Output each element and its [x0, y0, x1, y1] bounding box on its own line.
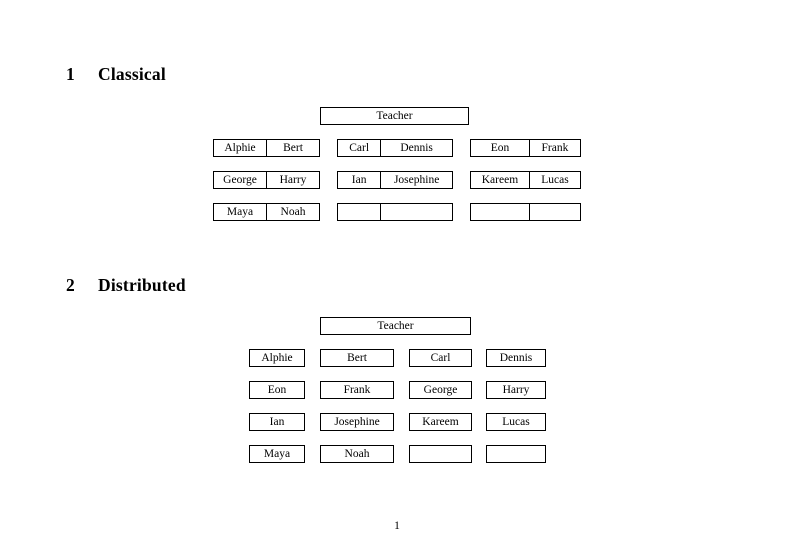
list-item: Bert [320, 349, 394, 367]
list-item-empty [486, 445, 546, 463]
table-row: Carl Dennis [337, 139, 453, 157]
list-item: Ian [249, 413, 305, 431]
list-item: Carl [409, 349, 472, 367]
table-cell-empty [338, 204, 380, 220]
section-title: Classical [98, 64, 166, 84]
list-item: George [409, 381, 472, 399]
table-cell-empty [471, 204, 529, 220]
section-heading-distributed: 2 Distributed [66, 275, 186, 296]
table-cell: Josephine [380, 172, 452, 188]
teacher-box-classical: Teacher [320, 107, 469, 125]
table-cell: Kareem [481, 174, 519, 186]
page-number: 1 [394, 520, 400, 532]
table-cell: Harry [266, 172, 319, 188]
list-item-empty [409, 445, 472, 463]
section-heading-classical: 1 Classical [66, 64, 166, 85]
table-row [337, 203, 453, 221]
table-cell: Dennis [380, 140, 452, 156]
table-row: Ian Josephine [337, 171, 453, 189]
section-number: 2 [66, 275, 75, 295]
list-item: Maya [249, 445, 305, 463]
table-row: Eon Frank [470, 139, 581, 157]
section-number: 1 [66, 64, 75, 84]
table-cell: Ian [351, 174, 367, 186]
table-row: George Harry [213, 171, 320, 189]
teacher-box-distributed: Teacher [320, 317, 471, 335]
table-cell: Eon [490, 142, 510, 154]
table-cell: Carl [349, 142, 370, 154]
table-cell: Bert [266, 140, 319, 156]
list-item: Lucas [486, 413, 546, 431]
table-row: Alphie Bert [213, 139, 320, 157]
table-cell-empty [528, 204, 580, 220]
table-cell: Lucas [528, 172, 580, 188]
table-row: Kareem Lucas [470, 171, 581, 189]
list-item: Harry [486, 381, 546, 399]
table-row [470, 203, 581, 221]
table-row: Maya Noah [213, 203, 320, 221]
section-title: Distributed [98, 275, 186, 295]
list-item: Kareem [409, 413, 472, 431]
table-cell-empty [380, 204, 452, 220]
list-item: Noah [320, 445, 394, 463]
list-item: Josephine [320, 413, 394, 431]
table-cell: Frank [528, 140, 580, 156]
list-item: Frank [320, 381, 394, 399]
table-cell: Noah [266, 204, 319, 220]
list-item: Dennis [486, 349, 546, 367]
table-cell: Maya [226, 206, 254, 218]
table-cell: George [223, 174, 257, 186]
list-item: Eon [249, 381, 305, 399]
table-cell: Alphie [224, 142, 256, 154]
list-item: Alphie [249, 349, 305, 367]
